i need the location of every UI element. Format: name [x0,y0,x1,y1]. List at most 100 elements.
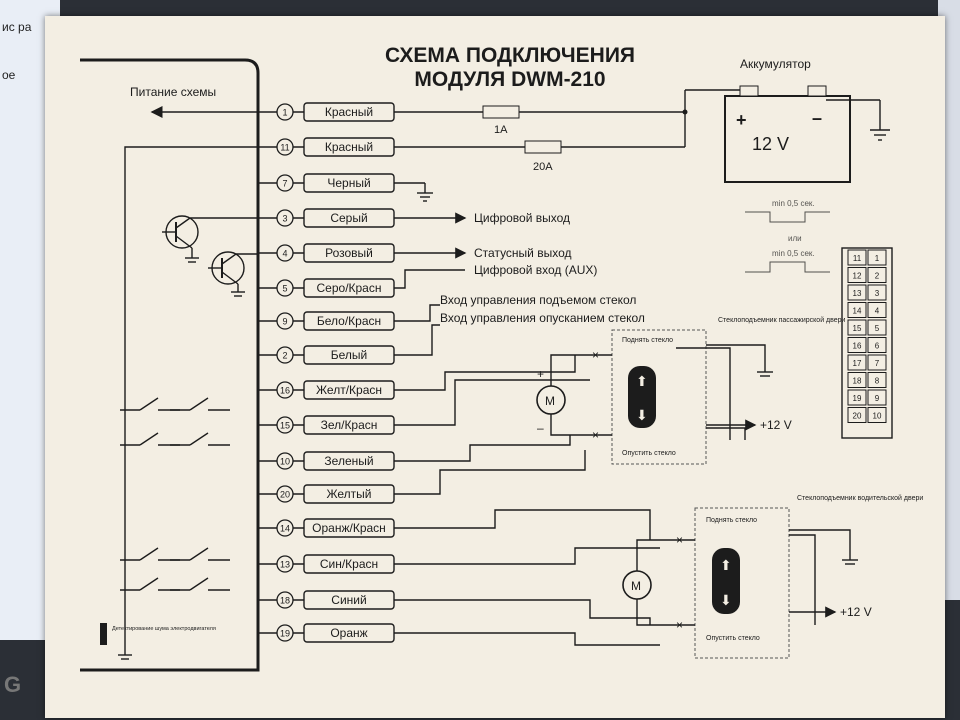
pin-number-circle [276,591,294,609]
noise-sensor [100,623,107,645]
fuse-1a-label: 1A [494,124,508,136]
pulse-line [745,261,830,273]
connector-pin-cell [847,407,867,423]
pin-number: 10 [280,457,290,467]
wire-color-label: Синий [331,593,366,607]
relay-contact [139,547,159,561]
internal-bus [124,146,258,655]
wire-color-box [303,415,395,435]
connector-pin-number: 20 [853,412,862,421]
connector-pin-number: 4 [875,307,880,316]
wire-line [636,599,695,626]
wire-color-label: Оранж [330,626,367,640]
pin-number: 5 [282,284,287,294]
raise-glass-label: Поднять стекло [622,337,673,344]
pin-number-circle [276,244,294,262]
connector-pin-cell [867,337,887,353]
wire-line [395,450,586,495]
connector-pin-number: 10 [873,412,882,421]
wire-color-box [303,102,395,122]
connector-pin-number: 15 [853,324,862,333]
wire-line [395,509,651,540]
window-rocker-switch [712,548,740,614]
pin-number-circle [276,346,294,364]
connector-pin-number: 12 [853,272,862,281]
connector-pin-number: 14 [853,307,862,316]
connector-pin-number: 19 [853,394,862,403]
cut-mark-icon: × [592,348,599,362]
or-label: или [788,234,802,243]
fuse-20a [524,140,562,154]
connector-pin-number: 5 [875,324,880,333]
up-arrow-icon: ⬆ [720,557,732,573]
pin-number: 1 [282,108,287,118]
pin-number: 3 [282,214,287,224]
down-arrow-icon: ⬇ [636,407,648,423]
connector-pin-number: 3 [875,289,880,298]
wire-line [395,632,660,646]
wire-color-box [303,484,395,504]
relay-contact [139,397,159,411]
connector-pin-cell [867,249,887,266]
plus12-label: +12 V [840,605,872,619]
wire-line [395,324,440,356]
wire-color-box [303,623,395,643]
wire-color-box [303,243,395,263]
wire-color-label: Черный [327,176,370,190]
relay-contact [139,432,159,446]
connector-pin-number: 1 [875,254,880,263]
pin-number: 11 [280,143,289,153]
wire-color-box [303,137,395,157]
noise-detect-label: Детектирование шума электродвигателя [112,626,216,632]
pin-number: 14 [280,524,290,534]
wire-color-box [303,518,395,538]
motor-label: M [631,579,641,593]
pin-number-circle [276,485,294,503]
ground-icon [870,129,890,141]
pin-number: 16 [280,386,290,396]
wire-color-label: Син/Красн [320,557,378,571]
minus-sign: – [537,421,544,435]
wire-color-label: Белый [331,348,367,362]
relays [120,397,230,591]
plus-sign: + [537,367,544,381]
connector-pin-cell [867,389,887,406]
connector-pin-cell [867,407,887,423]
connector-pin-cell [847,284,867,301]
driver-window-label: Стеклоподъемник водительской двери [797,494,923,502]
connector-pin-number: 8 [875,377,880,386]
pin-number-circle [276,381,294,399]
plus-sign: + [736,110,747,130]
connector-body [841,247,893,439]
pin-number-circle [276,555,294,573]
connector-pin-cell [867,302,887,318]
wire-color-label: Красный [325,140,373,154]
pin-number-circle [276,416,294,434]
connector-pin-cell [867,267,887,283]
pulse-diagram: min 0,5 сек. или min 0,5 сек. [745,199,830,273]
wire-color-label: Серо/Красн [317,281,382,295]
digital-in-label: Цифровой вход (AUX) [474,263,597,277]
pin-number-circle [276,279,294,297]
battery-terminal-minus [807,85,827,97]
lower-control-label: Вход управления опусканием стекол [440,311,645,325]
wire-color-label: Оранж/Красн [312,521,386,535]
connector-pin-cell [867,372,887,388]
relay-contact [189,397,209,411]
wire-line [550,414,612,436]
connector-pin-number: 11 [853,254,862,263]
passenger-window-unit: Стеклоподъемник пассажирской двери Подня… [536,316,846,465]
motor-label: M [545,394,555,408]
wire-line [789,529,851,560]
wire-color-box [303,451,395,471]
min-pulse-label: min 0,5 сек. [772,249,815,258]
battery-terminal-plus [739,85,759,97]
connector-pin-cell [847,302,867,318]
wire-line [395,379,590,426]
raise-control-label: Вход управления подъемом стекол [440,293,636,307]
up-arrow-icon: ⬆ [636,373,648,389]
wire-line [636,539,695,571]
connector-pin-cell [867,284,887,301]
